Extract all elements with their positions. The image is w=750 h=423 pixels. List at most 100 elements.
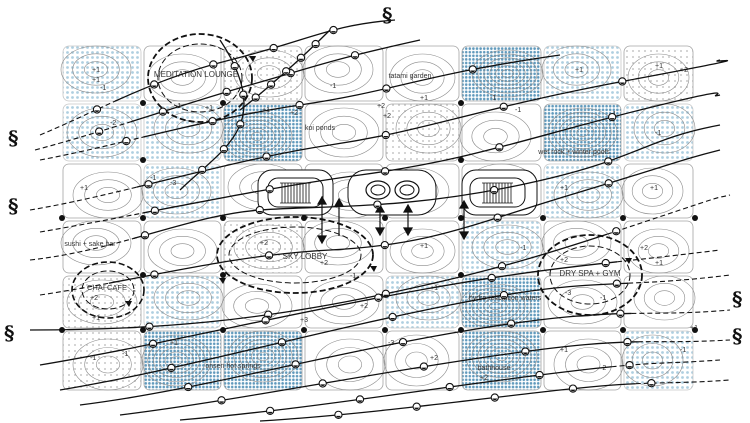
contour-ring	[221, 283, 293, 329]
contour-value: -2	[600, 365, 606, 372]
streamline	[29, 59, 728, 211]
room-label-spa: DRY SPA + GYM	[559, 269, 620, 278]
contour-ring	[164, 183, 189, 199]
streamline-bead-fill	[297, 106, 302, 108]
contour-ring	[251, 347, 275, 366]
streamline-bead-fill	[221, 150, 227, 152]
contour-ring	[627, 228, 690, 274]
contour-value: +1	[655, 260, 663, 267]
contour-ring	[302, 220, 374, 266]
contour-ring	[483, 298, 508, 314]
contour-value: -1	[90, 355, 96, 362]
contour-ring	[637, 236, 680, 266]
grid-node	[458, 157, 464, 163]
contour-ring	[570, 294, 595, 310]
contour-ring	[153, 275, 224, 321]
streamline-bead-fill	[288, 74, 294, 76]
contour-ring	[406, 111, 451, 146]
contour-value: -1	[515, 107, 521, 114]
streamline-bead-fill	[400, 343, 406, 345]
grid-tile	[143, 163, 222, 219]
contour-ring	[320, 287, 368, 317]
contour-ring	[495, 239, 520, 255]
contour-ring	[84, 179, 132, 211]
grid-node	[140, 157, 146, 163]
streamline-bead-fill	[160, 112, 166, 115]
contour-ring	[389, 228, 456, 274]
contour-value: +2	[360, 303, 368, 310]
contour-value: -1	[100, 85, 106, 92]
grid-node	[458, 100, 464, 106]
contour-ring	[553, 171, 624, 219]
contour-value: +2	[383, 113, 391, 120]
streamline-bead-fill	[331, 31, 336, 33]
contour-ring	[459, 111, 532, 162]
sky-lobby-inner-outline	[228, 226, 362, 284]
contour-value: +1	[655, 63, 663, 70]
streamline-bead-fill	[382, 172, 388, 174]
contour-value: +1	[420, 95, 428, 102]
streamline-bead-fill	[390, 317, 396, 320]
grid-node	[301, 327, 307, 333]
contour-ring	[631, 343, 674, 378]
contour-value: +1	[420, 243, 428, 250]
contour-ring	[90, 124, 114, 141]
contour-ring	[395, 103, 462, 154]
streamline-bead-fill	[606, 184, 612, 186]
streamline-bead-fill	[508, 324, 514, 327]
contour-ring	[170, 355, 183, 366]
streamline-bead-fill	[570, 389, 576, 392]
contour-ring	[501, 69, 514, 78]
streamline-bead-fill	[613, 232, 619, 234]
contour-ring	[576, 128, 589, 137]
contour-ring	[164, 351, 189, 370]
streamline-bead-fill	[603, 264, 609, 266]
room-label-chai: CHAI CAFE	[87, 283, 127, 292]
contour-ring	[395, 275, 462, 321]
contour-ring	[245, 232, 293, 262]
streamline-bead-fill	[619, 82, 625, 85]
contour-value: -1	[520, 245, 526, 252]
streamline-bead-fill	[151, 85, 157, 88]
grid-nodes	[59, 100, 698, 333]
grid-tile	[304, 45, 384, 102]
room-label-onsen: onsen hot springs	[205, 363, 261, 370]
streamline-bead-fill	[383, 89, 389, 92]
contour-ring	[326, 347, 374, 382]
grid-node	[540, 215, 546, 221]
grid-node	[458, 215, 464, 221]
contour-ring	[332, 124, 356, 141]
contour-ring	[96, 187, 120, 203]
contour-ring	[483, 128, 508, 145]
contour-value: -3	[170, 180, 176, 187]
streamline-bead-fill	[421, 367, 427, 370]
contour-ring	[576, 355, 601, 374]
contour-ring	[631, 175, 674, 207]
streamline-bead-fill	[263, 321, 269, 323]
streamline-bead-fill	[501, 107, 507, 110]
contour-ring	[642, 351, 663, 370]
contour-ring	[165, 111, 212, 146]
streamline	[39, 149, 721, 296]
streamline	[239, 29, 331, 111]
streamline-bead-fill	[264, 157, 269, 160]
streamline-bead-fill	[492, 398, 498, 401]
grid-tile	[623, 103, 694, 162]
grid-tile	[304, 330, 384, 391]
contour-value: +1	[92, 77, 100, 84]
grid-node	[220, 215, 226, 221]
contour-ring	[84, 61, 108, 78]
streamline-bead-fill	[150, 344, 156, 347]
grid-node	[692, 215, 698, 221]
streamline-bead-fill	[267, 190, 273, 192]
chai-cafe-inner-outline	[81, 270, 135, 310]
contour-ring	[250, 132, 264, 141]
contour-value: +1	[560, 347, 568, 354]
streamline-bead-fill	[298, 58, 304, 61]
streamline-bead-fill	[313, 45, 319, 47]
grid-node	[220, 272, 226, 278]
wind-symbol-top: §	[382, 3, 392, 27]
contour-value: +1	[560, 185, 568, 192]
contour-ring	[642, 183, 663, 199]
grid-tile	[461, 220, 542, 274]
